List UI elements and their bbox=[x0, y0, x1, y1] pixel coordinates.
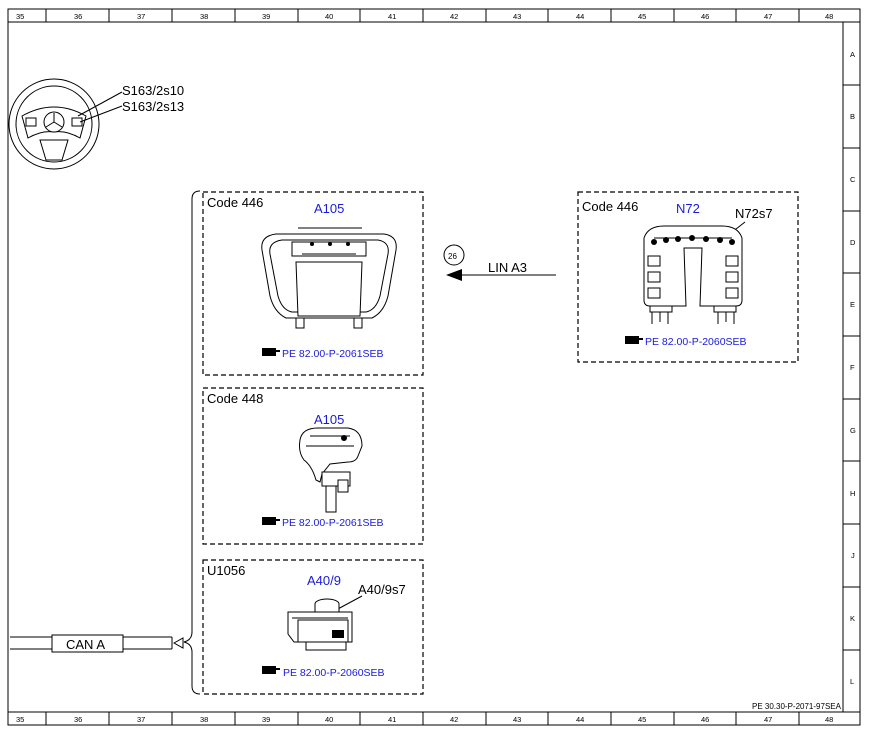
col-label: 40 bbox=[325, 715, 333, 724]
col-label: 44 bbox=[576, 12, 584, 21]
box3-code: U1056 bbox=[207, 563, 245, 578]
col-label: 42 bbox=[450, 12, 458, 21]
box-n72 bbox=[577, 191, 799, 363]
lin-label: LIN A3 bbox=[488, 260, 527, 275]
box2-code: Code 448 bbox=[207, 391, 263, 406]
box3-ref[interactable]: PE 82.00-P-2060SEB bbox=[283, 667, 385, 679]
controller-knob-icon bbox=[287, 595, 363, 651]
col-label: 47 bbox=[764, 12, 772, 21]
box1-code: Code 446 bbox=[207, 195, 263, 210]
box1-ref[interactable]: PE 82.00-P-2061SEB bbox=[282, 348, 384, 360]
box3-component: A40/9 bbox=[307, 573, 341, 588]
col-label: 39 bbox=[262, 715, 270, 724]
shifter-module-icon bbox=[299, 427, 363, 513]
col-label: 37 bbox=[137, 12, 145, 21]
col-label: 41 bbox=[388, 12, 396, 21]
box4-code: Code 446 bbox=[582, 199, 638, 214]
col-label: 43 bbox=[513, 12, 521, 21]
group-brace bbox=[183, 190, 201, 695]
row-label: K bbox=[850, 614, 855, 623]
col-label: 44 bbox=[576, 715, 584, 724]
can-label: CAN A bbox=[66, 637, 105, 652]
row-label: A bbox=[850, 50, 855, 59]
steering-label-2: S163/2s13 bbox=[122, 99, 184, 114]
right-ruler: A B C D E F G H J K L bbox=[843, 50, 860, 686]
row-label: D bbox=[850, 238, 856, 247]
col-label: 40 bbox=[325, 12, 333, 21]
box4-ref[interactable]: PE 82.00-P-2060SEB bbox=[645, 336, 747, 348]
row-label: G bbox=[850, 426, 856, 435]
col-label: 46 bbox=[701, 715, 709, 724]
box1-component: A105 bbox=[314, 201, 344, 216]
row-label: J bbox=[851, 551, 855, 560]
frame bbox=[7, 8, 861, 726]
reference-hand-icon bbox=[262, 348, 280, 356]
row-label: H bbox=[850, 489, 855, 498]
lin-arrow-icon bbox=[446, 269, 462, 281]
col-label: 36 bbox=[74, 12, 82, 21]
row-label: F bbox=[850, 363, 855, 372]
col-label: 42 bbox=[450, 715, 458, 724]
col-label: 35 bbox=[16, 12, 24, 21]
steering-label-1: S163/2s10 bbox=[122, 83, 184, 98]
col-label: 38 bbox=[200, 12, 208, 21]
row-label: C bbox=[850, 175, 856, 184]
row-label: L bbox=[850, 677, 854, 686]
col-label: 47 bbox=[764, 715, 772, 724]
col-label: 38 bbox=[200, 715, 208, 724]
bottom-ruler: 35 36 37 38 39 40 41 42 43 44 45 46 47 4… bbox=[16, 712, 833, 725]
col-label: 37 bbox=[137, 715, 145, 724]
col-label: 41 bbox=[388, 715, 396, 724]
box3-sub: A40/9s7 bbox=[358, 582, 406, 597]
box-a40-u1056 bbox=[202, 559, 424, 695]
reference-hand-icon bbox=[625, 336, 643, 344]
col-label: 39 bbox=[262, 12, 270, 21]
box2-component: A105 bbox=[314, 412, 344, 427]
row-label: B bbox=[850, 112, 855, 121]
box-a105-code446 bbox=[202, 191, 424, 376]
top-ruler: 35 36 37 38 39 40 41 42 43 44 45 46 47 4… bbox=[16, 9, 833, 22]
col-label: 48 bbox=[825, 715, 833, 724]
row-label: E bbox=[850, 300, 855, 309]
col-label: 36 bbox=[74, 715, 82, 724]
can-bus bbox=[10, 634, 184, 653]
steering-wheel-icon bbox=[8, 78, 123, 170]
lin-number-circle bbox=[443, 244, 465, 266]
center-console-switch-panel-icon bbox=[643, 225, 743, 324]
reference-hand-icon bbox=[262, 666, 280, 674]
col-label: 43 bbox=[513, 715, 521, 724]
box4-component: N72 bbox=[676, 201, 700, 216]
col-label: 35 bbox=[16, 715, 24, 724]
box-a105-code448 bbox=[202, 387, 424, 545]
lin-number: 26 bbox=[448, 252, 457, 261]
document-id: PE 30.30-P-2071-97SEA bbox=[752, 702, 842, 711]
box4-sub: N72s7 bbox=[735, 206, 773, 221]
col-label: 46 bbox=[701, 12, 709, 21]
col-label: 45 bbox=[638, 715, 646, 724]
overhead-control-panel-icon bbox=[261, 227, 397, 329]
reference-hand-icon bbox=[262, 517, 280, 525]
col-label: 48 bbox=[825, 12, 833, 21]
col-label: 45 bbox=[638, 12, 646, 21]
box2-ref[interactable]: PE 82.00-P-2061SEB bbox=[282, 517, 384, 529]
